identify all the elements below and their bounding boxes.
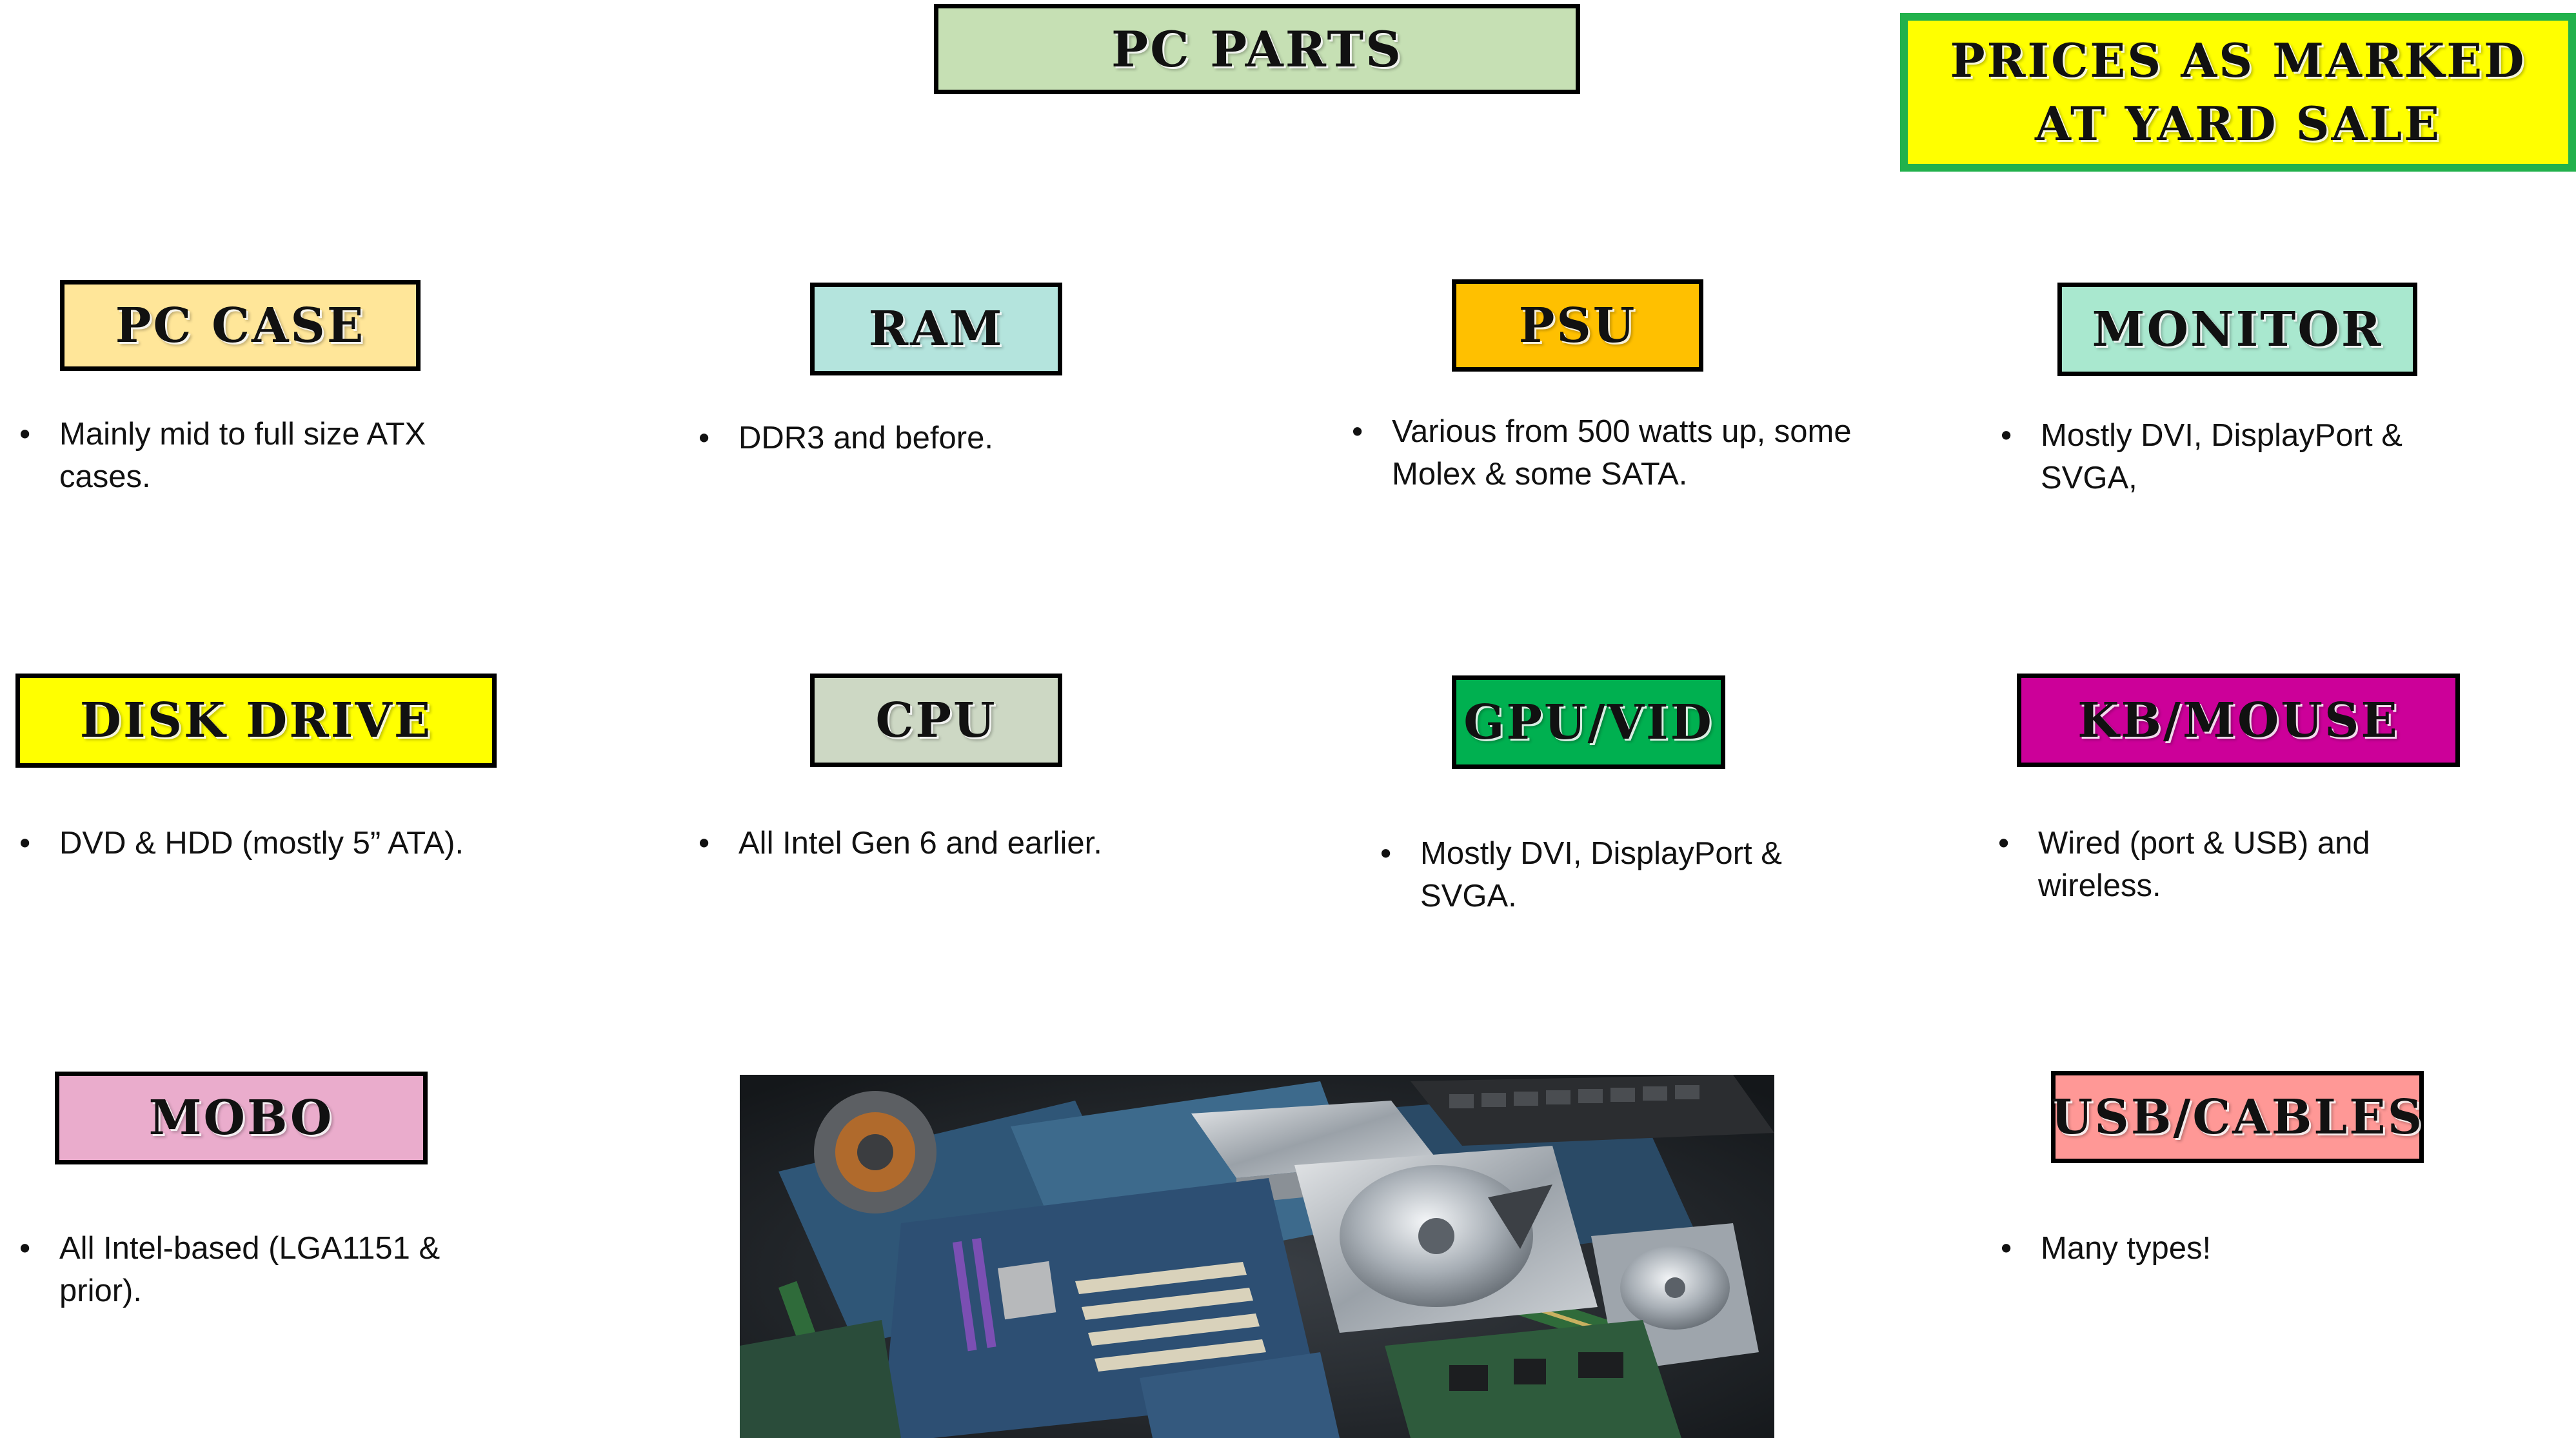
mobo-label: MOBO: [55, 1072, 428, 1164]
pc-case-label: PC CASE: [60, 280, 421, 371]
price-notice: PRICES AS MARKED AT YARD SALE: [1900, 13, 2576, 172]
ram-bullet: DDR3 and before.: [698, 417, 1189, 459]
pc-case-bullet: Mainly mid to full size ATX cases.: [19, 413, 510, 498]
ram-description: DDR3 and before.: [698, 417, 1189, 459]
usb-cables-description: Many types!: [2001, 1227, 2491, 1270]
monitor-bullet: Mostly DVI, DisplayPort & SVGA,: [2001, 414, 2491, 499]
pile-of-computer-parts-photo: [740, 1075, 1774, 1438]
monitor-label: MONITOR: [2057, 283, 2417, 376]
psu-bullet: Various from 500 watts up, some Molex & …: [1352, 410, 1881, 495]
kb-mouse-description: Wired (port & USB) and wireless.: [1998, 822, 2488, 907]
disk-drive-label: DISK DRIVE: [15, 674, 497, 768]
kb-mouse-bullet: Wired (port & USB) and wireless.: [1998, 822, 2488, 907]
psu-description: Various from 500 watts up, some Molex & …: [1352, 410, 1881, 495]
cpu-label: CPU: [810, 674, 1062, 767]
kb-mouse-label: KB/MOUSE: [2017, 674, 2460, 767]
gpu-vid-bullet: Mostly DVI, DisplayPort & SVGA.: [1380, 832, 1870, 917]
gpu-vid-label: GPU/VID: [1452, 675, 1725, 769]
cpu-description: All Intel Gen 6 and earlier.: [698, 822, 1279, 864]
page-title: PC PARTS: [934, 4, 1580, 94]
cpu-bullet: All Intel Gen 6 and earlier.: [698, 822, 1279, 864]
monitor-description: Mostly DVI, DisplayPort & SVGA,: [2001, 414, 2491, 499]
disk-drive-description: DVD & HDD (mostly 5” ATA).: [19, 822, 600, 864]
mobo-bullet: All Intel-based (LGA1151 & prior).: [19, 1227, 510, 1312]
usb-cables-label: USB/CABLES: [2051, 1071, 2424, 1163]
usb-cables-bullet: Many types!: [2001, 1227, 2491, 1270]
psu-label: PSU: [1452, 279, 1703, 372]
ram-label: RAM: [810, 283, 1062, 375]
mobo-description: All Intel-based (LGA1151 & prior).: [19, 1227, 510, 1312]
gpu-vid-description: Mostly DVI, DisplayPort & SVGA.: [1380, 832, 1870, 917]
disk-drive-bullet: DVD & HDD (mostly 5” ATA).: [19, 822, 600, 864]
pc-case-description: Mainly mid to full size ATX cases.: [19, 413, 510, 498]
